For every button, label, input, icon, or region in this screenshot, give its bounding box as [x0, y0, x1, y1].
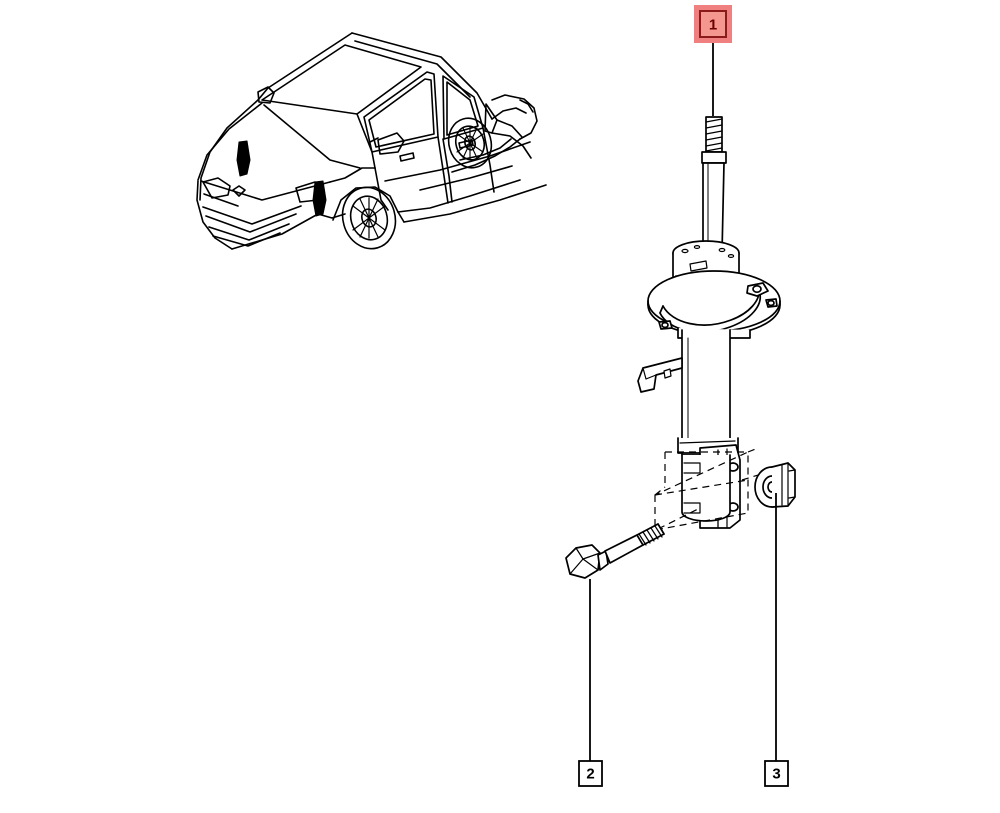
vehicle-tail-light — [519, 99, 534, 113]
vehicle-seat-hint — [377, 132, 405, 155]
vehicle-lower-grille — [212, 232, 281, 247]
brake-hose-bracket-tab — [637, 357, 683, 393]
callout-1-label: 1 — [709, 17, 717, 34]
bolt-head-facet-3 — [582, 552, 601, 560]
vehicle-mirror — [257, 86, 275, 104]
strut-assembly — [637, 116, 781, 529]
vehicle-front-left-edge — [196, 180, 233, 250]
hex-flange-bolt — [565, 523, 665, 579]
vehicle-a-pillar-base — [356, 113, 376, 169]
vehicle-front-window-inner — [368, 78, 435, 148]
vehicle-hood-front — [200, 180, 331, 201]
callout-3[interactable]: 3 — [764, 760, 789, 787]
strut-thread-lines — [705, 118, 723, 152]
vehicle-door-handle-front — [399, 152, 415, 162]
vehicle-door-split-2 — [442, 138, 453, 203]
nut-hex-facet-3 — [788, 469, 796, 472]
vehicle-bumper-corner — [317, 213, 346, 219]
vehicle-rear-arch-top — [459, 138, 512, 161]
vehicle-rear-hatch — [491, 107, 527, 120]
bolt-thread-lines — [638, 525, 663, 546]
flange-nut — [754, 462, 796, 508]
strut-rod-shoulder — [701, 151, 727, 164]
vehicle-rear-hub — [464, 135, 476, 151]
assembly-guide-edge-3 — [747, 447, 759, 453]
callout-3-box[interactable] — [764, 760, 789, 787]
vehicle-front-rim — [349, 195, 389, 241]
nut-hex-facet-4 — [788, 496, 796, 499]
callout-2-box[interactable] — [578, 760, 603, 787]
strut-helix-end-left — [659, 305, 664, 314]
vehicle-interior-line — [369, 137, 379, 143]
assembly-guide-edge-1 — [654, 479, 749, 496]
vehicle-rear-shoulder — [496, 119, 523, 138]
strut-bracket-tab-upper — [683, 462, 701, 474]
bolt-tip — [657, 523, 665, 535]
vehicle-bumper-upper-line — [202, 205, 302, 225]
callout-1[interactable]: 1 — [694, 5, 732, 43]
vehicle-rear-door-edge — [482, 127, 495, 193]
vehicle-front-door-front-edge — [374, 167, 389, 211]
vehicle-hood-crease — [263, 104, 361, 169]
strut-tube-body — [681, 329, 731, 456]
vehicle-hood-left — [197, 102, 263, 181]
strut-seat-lug-hole-1 — [752, 284, 762, 294]
strut-piston-rod-thread — [705, 116, 723, 153]
vehicle-front-wheel-spokes — [352, 197, 386, 239]
vehicle-rear-window-inner — [446, 81, 479, 136]
vehicle-roof-line — [351, 32, 493, 120]
vehicle-headlight-left — [202, 177, 231, 199]
vehicle-front-hub — [361, 208, 377, 228]
strut-location-marker-right — [312, 180, 327, 217]
brake-hose-bracket-fold — [642, 367, 657, 380]
vehicle-front-window — [363, 71, 439, 153]
strut-spring-seat-helix-inner — [662, 289, 760, 326]
vehicle-front-tyre — [341, 186, 397, 250]
callout-1-box[interactable] — [699, 10, 727, 38]
bolt-head-facet-2 — [569, 558, 584, 575]
callout-2-label: 2 — [586, 766, 594, 783]
strut-seat-lug-hole-2 — [767, 299, 775, 307]
vehicle-body-crease-2 — [419, 165, 513, 191]
vehicle-rear-wheel-spokes — [456, 126, 484, 160]
assembly-nut-axis — [741, 471, 769, 481]
vehicle-brand-emblem — [232, 185, 246, 197]
strut-location-marker-left — [236, 140, 251, 177]
callout-3-label: 3 — [772, 766, 780, 783]
vehicle-upper-grille-trim — [203, 193, 239, 207]
vehicle-grille-line — [205, 213, 297, 233]
brake-hose-bracket-slot — [663, 368, 672, 379]
vehicle-sill-line — [397, 179, 521, 213]
vehicle-fender-top — [329, 167, 376, 183]
vehicle-bumper-lower — [231, 213, 319, 250]
bolt-flange — [597, 550, 609, 571]
strut-seat-lug-hole-3 — [661, 321, 669, 329]
vehicle-door-split-1 — [437, 136, 449, 204]
assembly-guide-edge-2 — [654, 486, 666, 496]
vehicle-body-crease — [384, 141, 531, 182]
vehicle-windshield — [261, 44, 422, 115]
vehicle-grille-line-2 — [208, 223, 290, 241]
strut-bracket-collar-line — [679, 440, 736, 444]
vehicle-rocker-lower — [403, 184, 547, 223]
callout-2[interactable]: 2 — [578, 760, 603, 787]
vehicle-rear-rim — [454, 125, 486, 161]
strut-piston-rod — [702, 162, 725, 254]
vehicle-rear-body — [491, 94, 538, 140]
vehicle-rear-tyre — [447, 117, 493, 169]
vehicle-sill-front — [397, 211, 405, 223]
vehicle-illustration — [196, 32, 547, 250]
nut-hex-body — [771, 462, 796, 508]
